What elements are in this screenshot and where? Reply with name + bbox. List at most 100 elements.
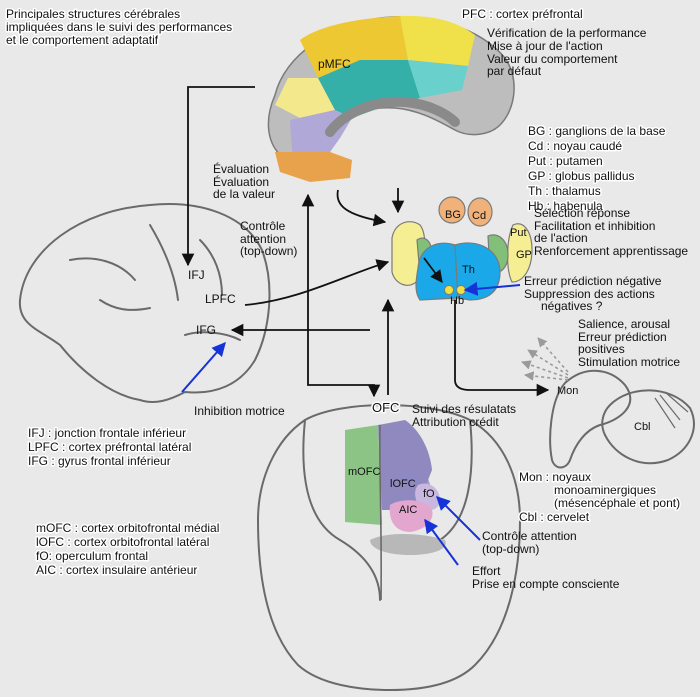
hb-label: Hb xyxy=(450,295,464,307)
effort-line-1: Effort xyxy=(472,564,501,578)
bg-legend-6: Hb : habenula xyxy=(528,199,603,213)
pfc-title: PFC : cortex préfrontal xyxy=(462,7,583,21)
bg-text: BG : ganglions de la base Cd : noyau cau… xyxy=(445,123,688,314)
blue-arrow-fo xyxy=(436,496,481,541)
ifj-label: IFJ xyxy=(188,268,205,282)
ventral-sulcus-right xyxy=(439,419,473,541)
mon-function-4: Stimulation motrice xyxy=(578,355,680,369)
hb-function-1: Erreur prédiction négative xyxy=(524,274,662,288)
bg-function-4: Renforcement apprentissage xyxy=(534,244,688,258)
pfc-text: PFC : cortex préfrontal Vérification de … xyxy=(213,6,647,202)
mon-label: Mon xyxy=(557,385,578,397)
control-line-2: attention xyxy=(240,232,286,246)
arrow-lpfc-to-bg xyxy=(244,259,390,306)
pmfc-region xyxy=(300,16,408,78)
bg-node xyxy=(438,196,466,224)
aic-region xyxy=(389,500,433,532)
control-line-1: Contrôle xyxy=(240,219,286,233)
hb-node-left xyxy=(444,285,454,295)
bg-legend-3: Put : putamen xyxy=(528,154,603,168)
midline xyxy=(378,424,383,601)
arrow-hb-to-mon xyxy=(454,300,550,397)
midbrain-outline xyxy=(549,369,632,469)
lateral-sulcus-2 xyxy=(99,299,151,311)
pfc-teal-region xyxy=(408,60,468,98)
bg-legend-4: GP : globus pallidus xyxy=(528,169,635,183)
cbl-label: Cbl xyxy=(634,421,651,433)
blue-arrow-aic xyxy=(424,518,459,566)
lateral-legend-1: IFJ : jonction frontale inférieur xyxy=(28,426,186,440)
cerebellum-outline xyxy=(601,389,695,465)
central-sulcus xyxy=(149,224,179,301)
cbl-legend: Cbl : cervelet xyxy=(519,510,590,524)
effort-line-2: Prise en compte consciente xyxy=(472,577,620,591)
lofc-label: lOFC xyxy=(390,478,416,490)
lpfc-label: LPFC xyxy=(205,292,236,306)
pfc-dorsal-region xyxy=(400,15,475,66)
pfc-function-4: par défaut xyxy=(487,64,542,78)
brainstem-cerebellum xyxy=(521,337,695,469)
pfc-function-2: Mise à jour de l'action xyxy=(487,39,603,53)
ventral-text: OFC Suivi des résulatats Attribution cré… xyxy=(35,399,620,592)
arrow-pfc-to-bg xyxy=(336,189,387,227)
lateral-brain-outline xyxy=(18,203,271,403)
fo-label: fO xyxy=(423,488,435,500)
ventral-control-2: (top-down) xyxy=(482,542,539,556)
title-block: Principales structures cérébrales impliq… xyxy=(5,6,234,49)
evaluation-line-1: Évaluation xyxy=(213,161,269,176)
title-line-3: et le comportement adaptatif xyxy=(6,33,159,47)
ventral-legend-4: AIC : cortex insulaire antérieur xyxy=(36,563,197,577)
sylvian-fissure xyxy=(184,331,241,341)
put-label: Put xyxy=(510,227,527,239)
lateral-text: Contrôle attention (top-down) IFJ LPFC I… xyxy=(27,219,298,470)
lateral-legend-3: IFG : gyrus frontal inférieur xyxy=(28,454,171,468)
bg-function-1: Sélection réponse xyxy=(534,206,630,220)
ventral-legend-2: lOFC : cortex orbitofrontal latéral xyxy=(36,535,209,549)
cd-node xyxy=(467,197,493,227)
ifg-label: IFG xyxy=(196,323,216,337)
gp-label: GP xyxy=(516,249,532,261)
mofc-region xyxy=(345,425,382,525)
ventral-legend-1: mOFC : cortex orbitofrontal médial xyxy=(36,521,219,535)
hb-node xyxy=(456,285,466,295)
evaluation-line-2: Évaluation xyxy=(213,174,269,189)
arrow-putamen-to-hb xyxy=(423,257,443,284)
bg-function-3: de l'action xyxy=(534,231,588,245)
ventral-control-1: Contrôle attention xyxy=(482,529,577,543)
bg-label: BG xyxy=(445,209,461,221)
blue-arrow-ifg xyxy=(181,341,226,393)
corpus-callosum xyxy=(325,96,460,137)
mon-function-1: Salience, arousal xyxy=(578,317,670,331)
lateral-brain xyxy=(18,203,271,403)
ofc-medial-region xyxy=(275,152,352,182)
frontal-sulcus xyxy=(199,239,223,296)
aic-label: AIC xyxy=(399,504,417,516)
monoamine-projections xyxy=(521,337,569,381)
mon-function-3: positives xyxy=(578,342,625,356)
pfc-ventral-yellow xyxy=(275,78,335,118)
ofc-function-2: Attribution crédit xyxy=(412,415,499,429)
arrow-pfc-ofc xyxy=(301,193,381,398)
pfc-function-3: Valeur du comportement xyxy=(487,52,618,66)
bg-legend-5: Th : thalamus xyxy=(528,184,601,198)
lateral-legend-2: LPFC : cortex préfrontal latéral xyxy=(28,440,191,454)
ventral-legend-3: fO: operculum frontal xyxy=(36,549,148,563)
mon-legend-3: (mésencéphale et pont) xyxy=(554,496,680,510)
title-line-2: impliquées dans le suivi des performance… xyxy=(6,20,232,34)
mon-function-2: Erreur prédiction xyxy=(578,330,667,344)
inhibition-label: Inhibition motrice xyxy=(194,404,285,418)
bg-legend-2: Cd : noyau caudé xyxy=(528,139,622,153)
blue-arrow-hb xyxy=(463,281,521,296)
arrow-pfc-to-ifj xyxy=(181,86,255,267)
hb-function-3: négatives ? xyxy=(541,299,603,313)
mon-legend-1: Mon : noyaux xyxy=(519,470,591,484)
basal-ganglia xyxy=(391,196,533,301)
mofc-label: mOFC xyxy=(348,466,380,478)
bg-legend-1: BG : ganglions de la base xyxy=(528,124,666,138)
pmfc-label: pMFC xyxy=(318,57,351,71)
title-line-1: Principales structures cérébrales xyxy=(6,7,180,21)
lateral-sulcus-1 xyxy=(69,257,136,281)
connections xyxy=(181,86,550,566)
cd-label: Cd xyxy=(472,210,486,222)
